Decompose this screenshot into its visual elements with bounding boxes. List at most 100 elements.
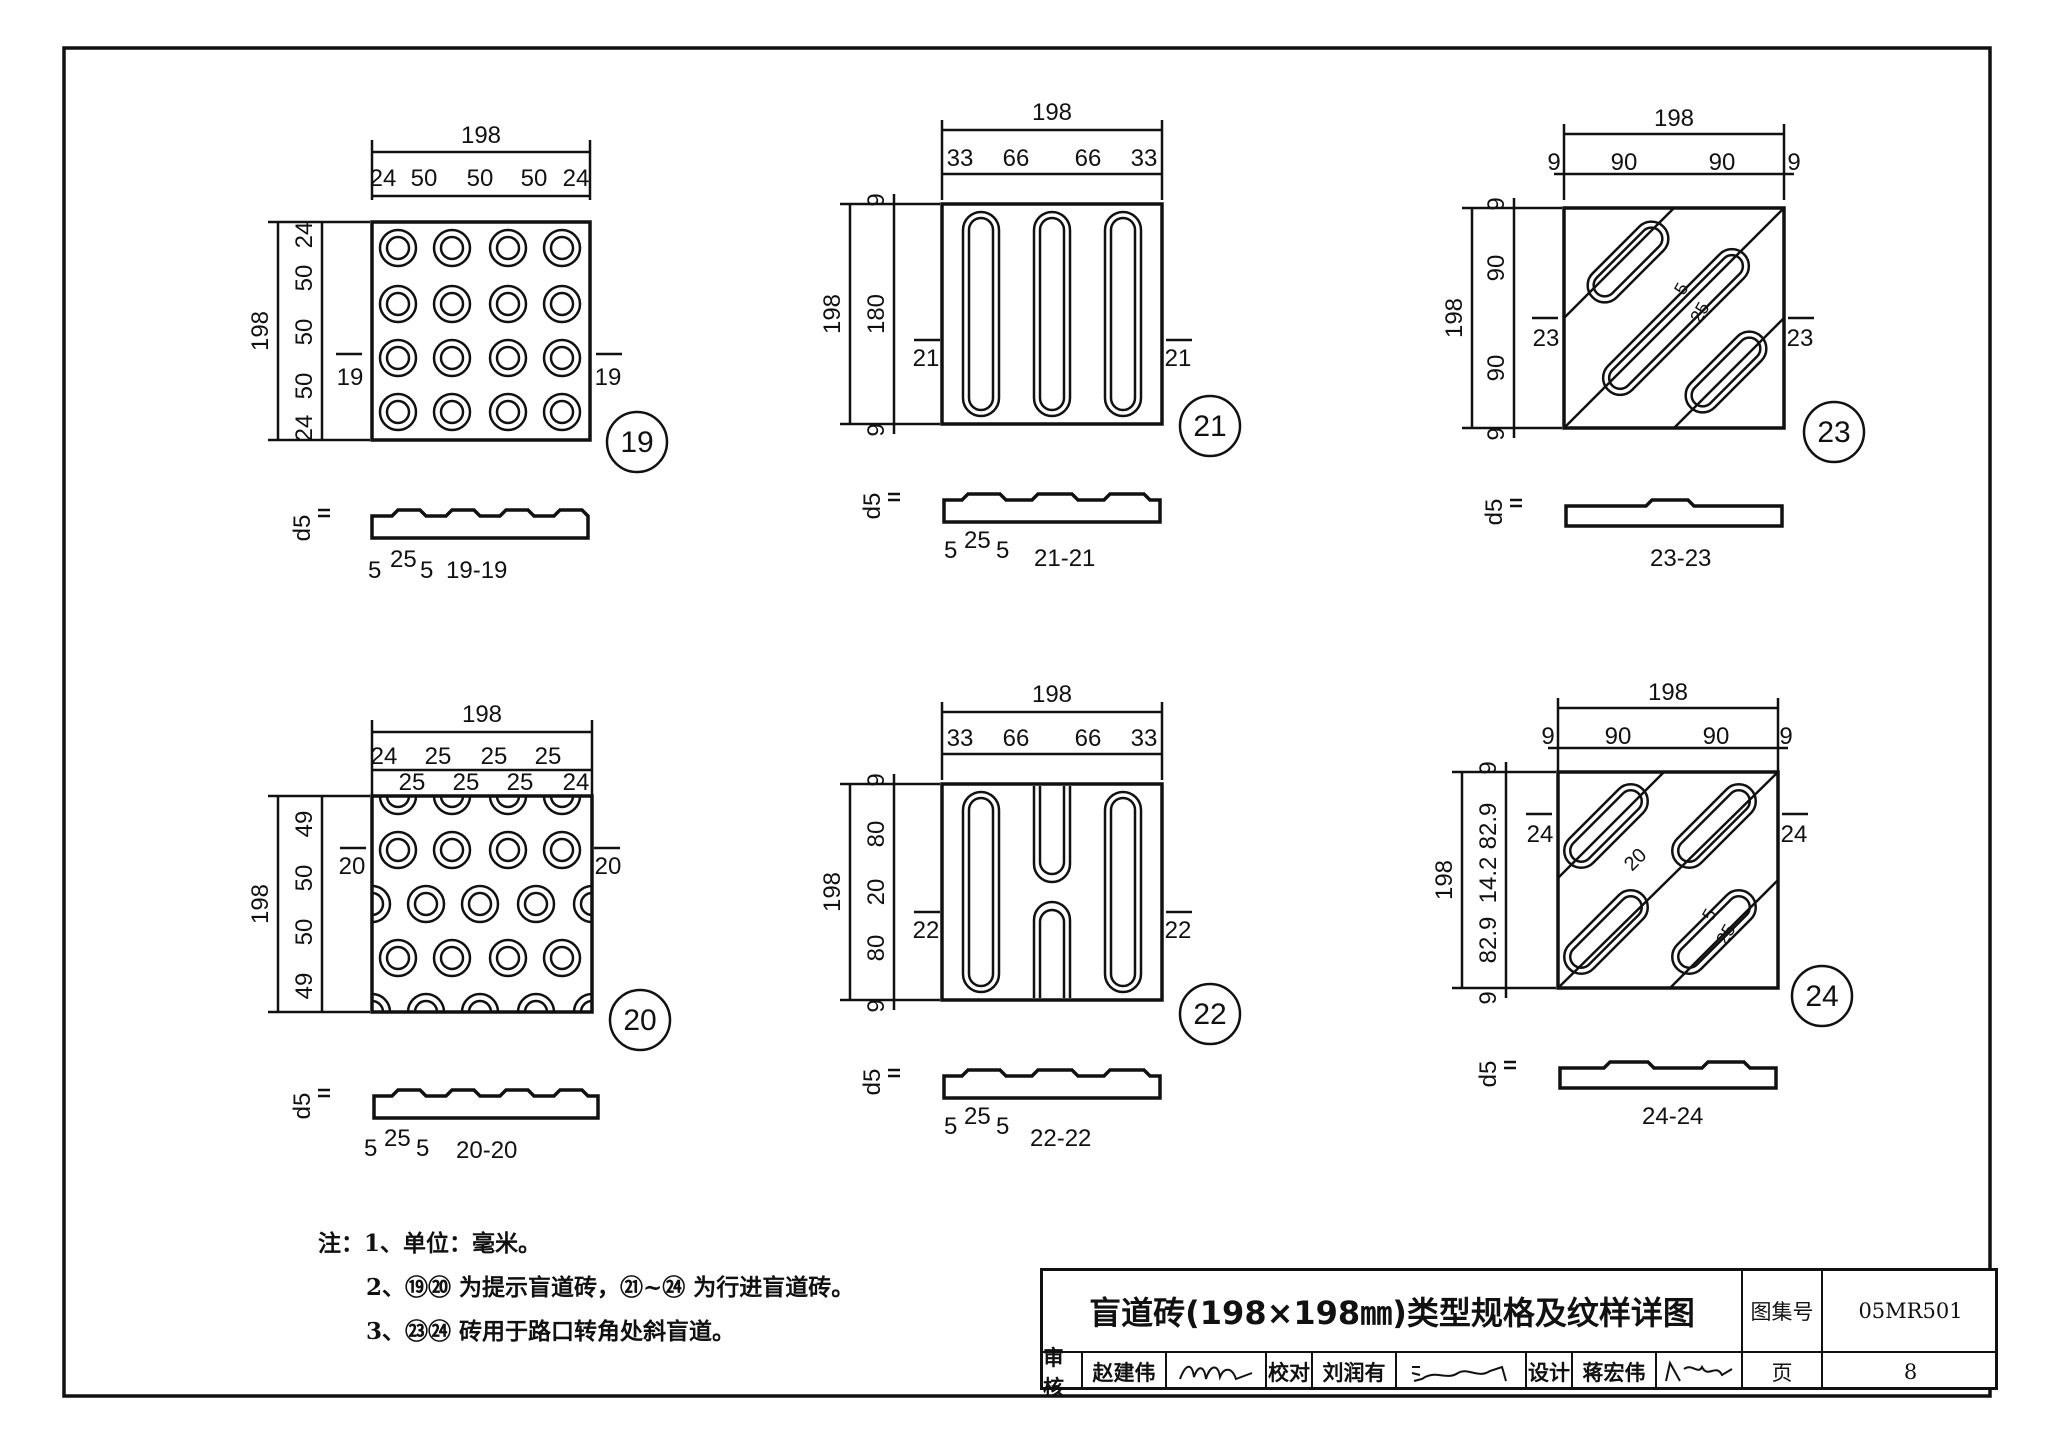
tile-20-dim: 25 <box>425 743 452 770</box>
tile-21-plan <box>940 202 1164 426</box>
title-block: 盲道砖(198×198㎜)类型规格及纹样详图 图集号 05MR501 页 8 审… <box>1040 1268 1998 1400</box>
dot <box>432 392 472 432</box>
dot <box>495 399 521 425</box>
tile-22: 198 33 66 66 33 198 9 80 20 80 9 22 22 2… <box>819 681 1242 1152</box>
dot <box>549 235 575 261</box>
diagonal-bars <box>1557 771 1779 989</box>
tile-22-dim: 80 <box>863 935 890 962</box>
dot <box>572 884 592 924</box>
bar <box>961 786 1143 998</box>
check-label: 校对 <box>1267 1353 1313 1390</box>
dot <box>372 884 392 924</box>
dot <box>523 891 549 917</box>
detail-marker-label: 22 <box>1193 998 1226 1031</box>
notes: 注：1、单位：毫米。 2、⑲⑳ 为提示盲道砖，㉑~㉔ 为行进盲道砖。 3、㉓㉔ … <box>318 1222 1018 1354</box>
dot <box>439 945 465 971</box>
section-mark: 21 <box>1165 345 1192 372</box>
dot <box>488 392 528 432</box>
detail-marker-19 <box>605 410 669 474</box>
dot <box>385 399 411 425</box>
tile-23-dim: 9 <box>1483 427 1510 440</box>
tile-19: 198 24 50 50 50 24 198 24 50 50 50 24 19… <box>247 122 669 584</box>
dot <box>516 884 556 924</box>
designer-signature <box>1657 1353 1741 1390</box>
section-mark: 23 <box>1533 325 1560 352</box>
tile-19-dim: 25 <box>390 546 417 573</box>
dot <box>378 938 418 978</box>
tile-23-dim: 9 <box>1787 149 1800 176</box>
page-number: 8 <box>1903 1359 1918 1384</box>
dot <box>516 992 556 1012</box>
detail-marker-label: 24 <box>1805 980 1838 1013</box>
tile-21: 198 33 66 66 33 198 9 180 9 21 21 21 d5 … <box>819 99 1242 572</box>
tile-22-dim: 25 <box>964 1103 991 1130</box>
tile-20-dim: 25 <box>481 743 508 770</box>
tile-24-dim: 90 <box>1605 723 1632 750</box>
tile-22-dim: 5 <box>996 1113 1009 1140</box>
dot <box>378 284 418 324</box>
tile-22-dim: 9 <box>863 773 890 786</box>
dot <box>439 796 465 809</box>
tile-19-section <box>370 508 590 540</box>
detail-marker-label: 19 <box>620 426 653 459</box>
tile-22-dim: 9 <box>863 999 890 1012</box>
tile-22-overall-height: 198 <box>819 872 846 912</box>
depth-label: d5 <box>1475 1061 1502 1088</box>
detail-marker-24 <box>1790 964 1854 1028</box>
section-mark: 20 <box>339 853 366 880</box>
section-mark: 24 <box>1527 821 1554 848</box>
dot <box>495 345 521 371</box>
dot <box>549 837 575 863</box>
section-title: 19-19 <box>446 557 507 584</box>
signature-row: 审核 赵建伟 校对 刘润有 设计 蒋宏伟 <box>1043 1345 1743 1400</box>
tile-23-overall-height: 198 <box>1441 298 1468 338</box>
dot <box>385 345 411 371</box>
bar <box>961 210 1143 418</box>
tile-22-section <box>942 1068 1162 1100</box>
detail-marker-21 <box>1178 394 1242 458</box>
dot <box>378 796 418 816</box>
detail-marker-label: 23 <box>1817 416 1850 449</box>
note-line-1: 注：1、单位：毫米。 <box>318 1230 542 1257</box>
checker-signature <box>1397 1353 1527 1390</box>
tile-21-dim: 66 <box>1003 145 1030 172</box>
dot <box>488 284 528 324</box>
depth-label: d5 <box>289 515 316 542</box>
tile-20-dim: 24 <box>563 769 590 796</box>
dot <box>549 399 575 425</box>
dot <box>488 830 528 870</box>
detail-marker-label: 20 <box>623 1004 656 1037</box>
tile-22-plan <box>940 782 1164 1002</box>
section-title: 24-24 <box>1642 1103 1703 1130</box>
tile-20-overall-width: 198 <box>462 701 502 728</box>
tile-19-dim: 50 <box>411 165 438 192</box>
tile-23-dim: 90 <box>1611 149 1638 176</box>
dot <box>439 345 465 371</box>
tile-21-dim: 9 <box>863 423 890 436</box>
tile-21-section <box>942 492 1162 524</box>
tile-21-dim: 33 <box>1131 145 1158 172</box>
section-mark: 22 <box>1165 917 1192 944</box>
designer-name: 蒋宏伟 <box>1573 1353 1657 1390</box>
dot <box>495 235 521 261</box>
tile-22-dim: 66 <box>1003 725 1030 752</box>
dot <box>542 796 582 816</box>
depth-label: d5 <box>1481 499 1508 526</box>
tile-20-overall-height: 198 <box>247 884 274 924</box>
dot <box>439 837 465 863</box>
dot <box>385 235 411 261</box>
section-mark: 24 <box>1781 821 1808 848</box>
dot <box>432 228 472 268</box>
tile-24-dim: 9 <box>1475 991 1502 1004</box>
tile-19-overall-height: 198 <box>247 311 274 351</box>
dot <box>495 796 521 809</box>
tile-21-dim: 5 <box>996 537 1009 564</box>
dot <box>432 938 472 978</box>
detail-marker-22 <box>1178 982 1242 1046</box>
design-label: 设计 <box>1527 1353 1573 1390</box>
dot <box>460 884 500 924</box>
drawing-frame <box>62 46 1992 1398</box>
section-mark: 19 <box>595 364 622 391</box>
depth-label: d5 <box>289 1093 316 1120</box>
